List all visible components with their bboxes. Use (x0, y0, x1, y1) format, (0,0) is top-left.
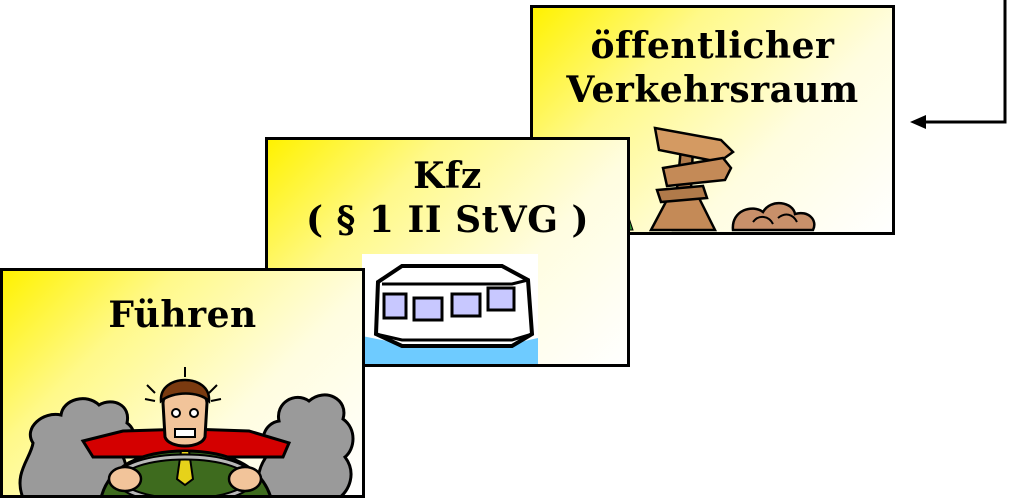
card-title-oeffentlich: öffentlicher Verkehrsraum (566, 25, 859, 111)
signpost-icon (607, 126, 816, 232)
card-kfz: Kfz ( § 1 II StVG ) (265, 137, 630, 367)
bus-icon (362, 254, 538, 364)
card-fuehren: Führen (0, 268, 365, 498)
card-title-fuehren: Führen (108, 294, 257, 336)
card-title-kfz: Kfz ( § 1 II StVG ) (305, 155, 590, 241)
driver-icon (18, 367, 355, 495)
